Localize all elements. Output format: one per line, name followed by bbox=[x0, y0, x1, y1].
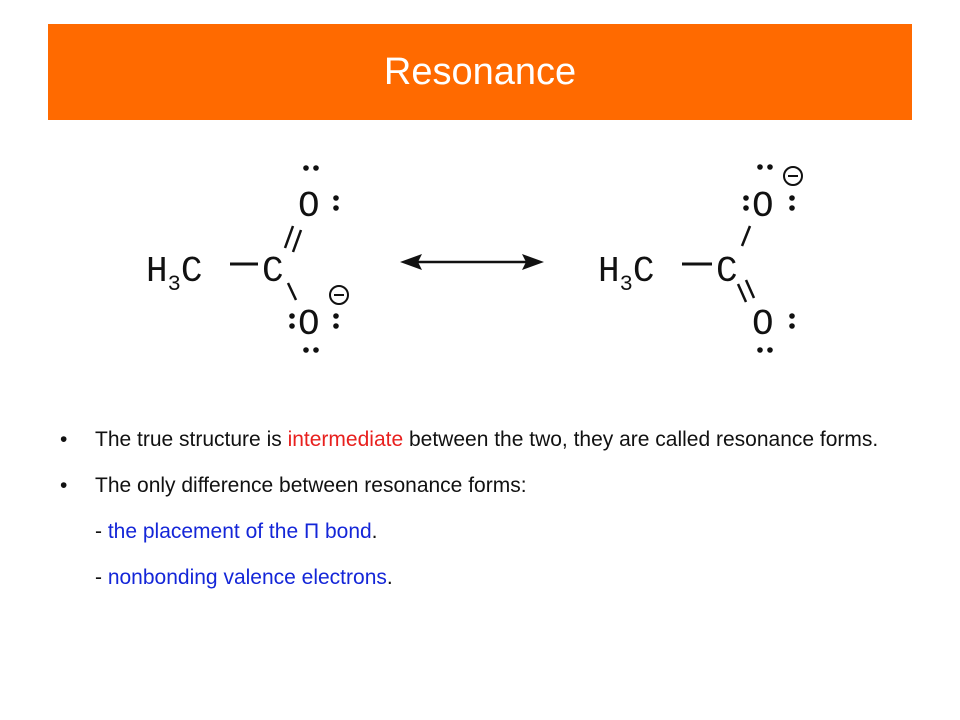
bullet-marker: • bbox=[60, 474, 68, 497]
sub-period: . bbox=[386, 566, 393, 589]
sub-period: . bbox=[371, 520, 378, 543]
lone-pair-dot bbox=[743, 205, 749, 211]
lone-pair-dot bbox=[303, 165, 309, 171]
slide-title: Resonance bbox=[383, 50, 577, 93]
bullet-list: • The true structure is intermediate bet… bbox=[60, 423, 900, 595]
negative-charge-icon bbox=[783, 166, 803, 186]
lone-pair-dot bbox=[757, 347, 763, 353]
lone-pair-dot bbox=[767, 347, 773, 353]
sub-item: - nonbonding valence electrons. bbox=[95, 561, 900, 595]
lone-pair-dot bbox=[789, 323, 795, 329]
bullet-item: • The only difference between resonance … bbox=[60, 469, 900, 503]
left-carbon: C bbox=[262, 251, 284, 292]
right-bottom-oxygen: O bbox=[752, 304, 774, 345]
lone-pair-dot bbox=[333, 313, 339, 319]
lone-pair-dot bbox=[289, 323, 295, 329]
highlight-pi-bond: the placement of the Π bond bbox=[107, 520, 372, 543]
left-top-oxygen: O bbox=[298, 186, 320, 227]
resonance-structures-diagram: H3C C O O bbox=[146, 164, 803, 353]
right-carbon: C bbox=[716, 251, 738, 292]
resonance-figure: H3C C O O bbox=[0, 140, 960, 380]
lone-pair-dot bbox=[767, 164, 773, 170]
lone-pair-dot bbox=[333, 205, 339, 211]
sub-dash: - bbox=[95, 566, 108, 589]
left-structure: H3C C O O bbox=[146, 165, 349, 353]
lone-pair-dot bbox=[789, 205, 795, 211]
right-h3c-label: H3C bbox=[598, 251, 654, 297]
right-co-single-bond bbox=[740, 225, 752, 247]
highlight-nonbonding: nonbonding valence electrons bbox=[107, 566, 387, 589]
sub-item: - the placement of the Π bond. bbox=[95, 515, 900, 549]
lone-pair-dot bbox=[313, 165, 319, 171]
title-bar: Resonance bbox=[48, 24, 912, 120]
bullet-text: The only difference between resonance fo… bbox=[95, 474, 527, 497]
bullet-text: The true structure is intermediate betwe… bbox=[95, 423, 900, 457]
negative-charge-icon bbox=[329, 285, 349, 305]
right-double-bond-2 bbox=[744, 279, 756, 299]
lone-pair-dot bbox=[303, 347, 309, 353]
lone-pair-dot bbox=[789, 313, 795, 319]
right-top-oxygen: O bbox=[752, 186, 774, 227]
lone-pair-dot bbox=[757, 164, 763, 170]
left-double-bond-2 bbox=[291, 229, 303, 253]
lone-pair-dot bbox=[289, 313, 295, 319]
lone-pair-dot bbox=[333, 195, 339, 201]
left-double-bond-1 bbox=[283, 225, 295, 249]
double-headed-arrow-icon bbox=[400, 254, 544, 270]
lone-pair-dot bbox=[743, 195, 749, 201]
lone-pair-dot bbox=[313, 347, 319, 353]
left-bottom-oxygen: O bbox=[298, 304, 320, 345]
left-co-single-bond bbox=[286, 282, 298, 301]
right-double-bond-1 bbox=[736, 283, 748, 303]
bullet-item: • The true structure is intermediate bet… bbox=[60, 423, 900, 457]
lone-pair-dot bbox=[333, 323, 339, 329]
bullet-text-part: The true structure is bbox=[95, 428, 288, 451]
sub-dash: - bbox=[95, 520, 108, 543]
lone-pair-dot bbox=[789, 195, 795, 201]
bullet-text-part: between the two, they are called resonan… bbox=[403, 428, 879, 451]
highlight-intermediate: intermediate bbox=[287, 428, 404, 451]
bullet-marker: • bbox=[60, 428, 68, 451]
left-h3c-label: H3C bbox=[146, 251, 202, 297]
right-structure: H3C C O O bbox=[598, 164, 803, 353]
